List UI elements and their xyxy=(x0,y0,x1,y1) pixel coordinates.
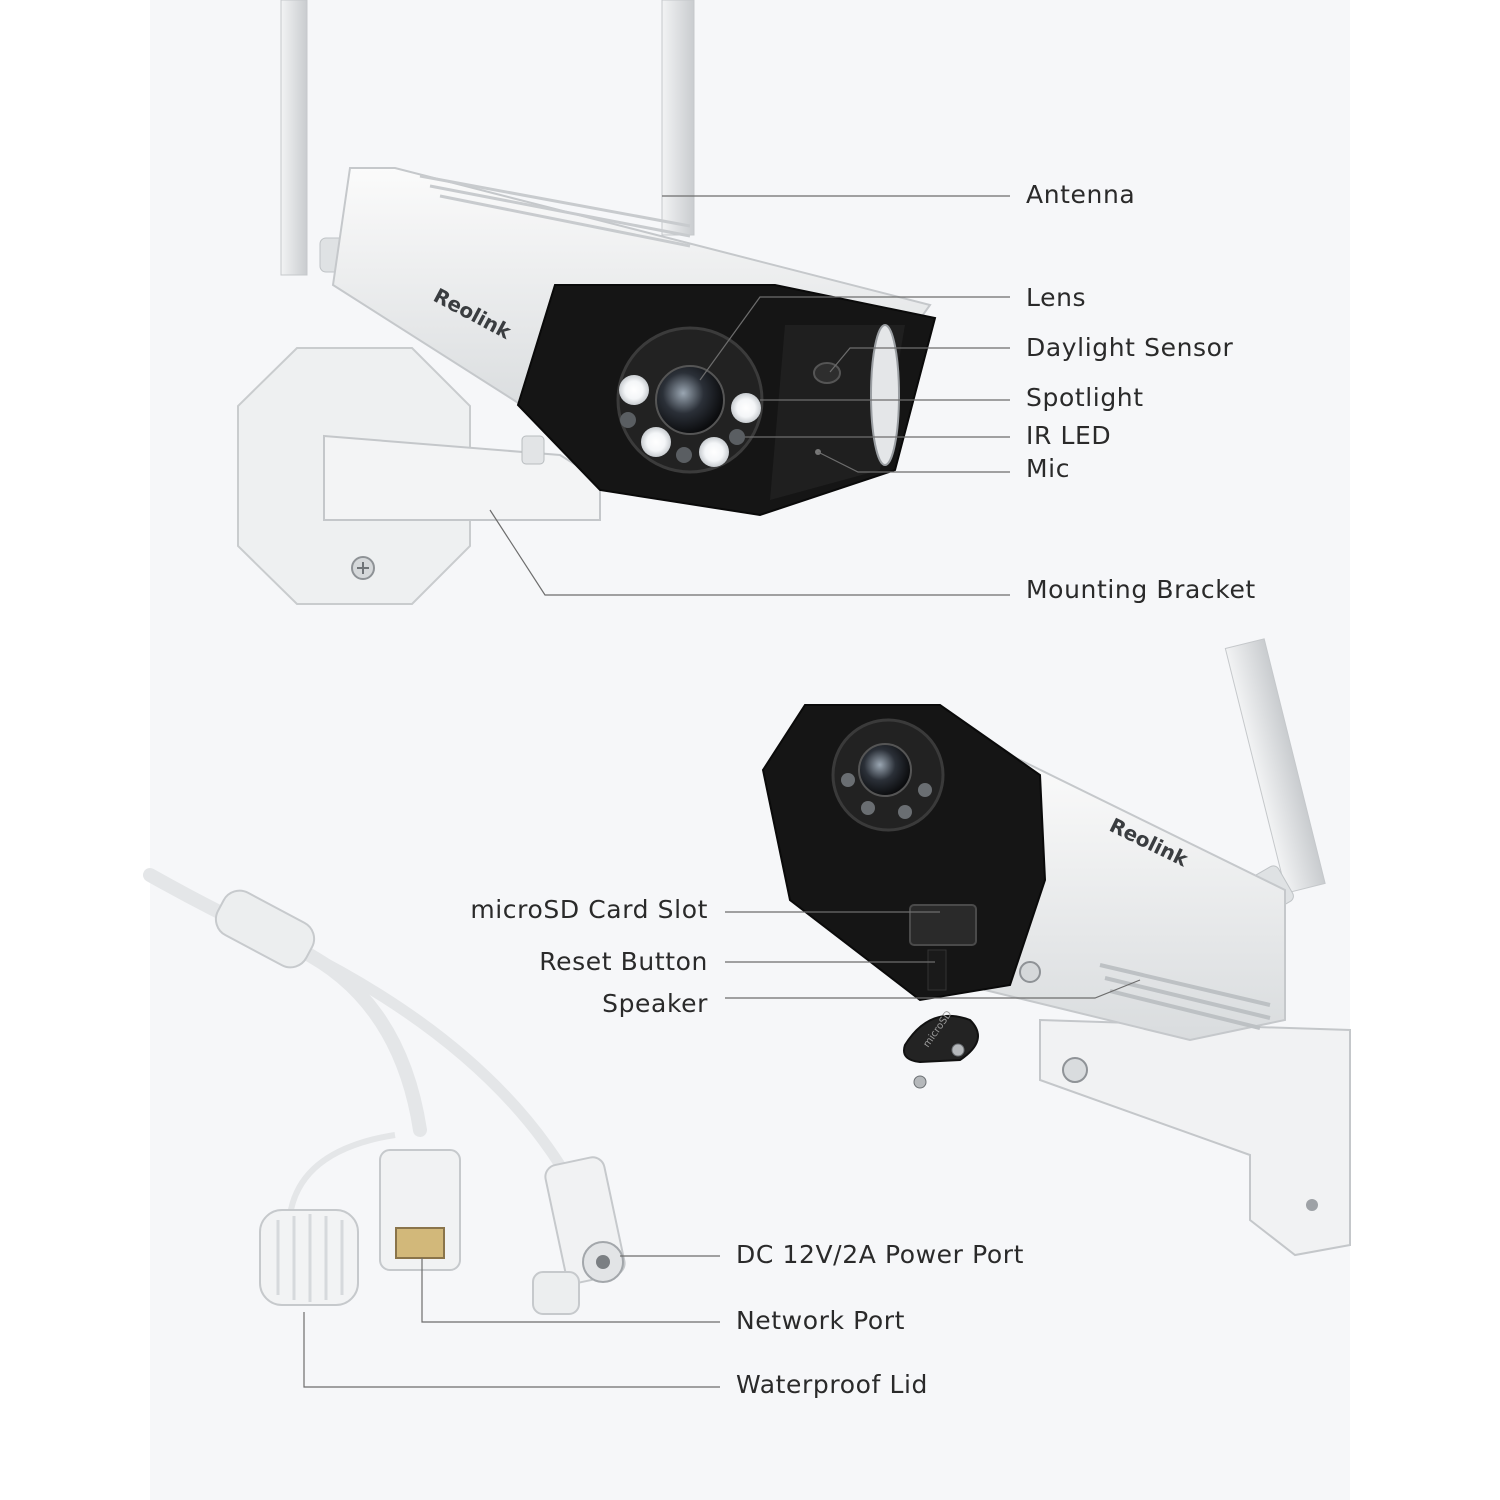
label-power-port: DC 12V/2A Power Port xyxy=(736,1240,1025,1269)
leader-network-port xyxy=(421,1258,720,1323)
label-speaker: Speaker xyxy=(602,989,708,1018)
bottom-camera-reset-button xyxy=(927,949,947,991)
top-camera-spotlight-2 xyxy=(731,393,761,423)
label-antenna: Antenna xyxy=(1026,180,1136,209)
bottom-camera-bracket xyxy=(1039,1018,1351,1257)
label-network-port: Network Port xyxy=(736,1306,906,1335)
label-waterproof-lid: Waterproof Lid xyxy=(736,1370,928,1399)
label-daylight-sensor: Daylight Sensor xyxy=(1026,333,1234,362)
top-camera-spotlight-4 xyxy=(699,437,729,467)
label-reset-button: Reset Button xyxy=(539,947,708,976)
leader-mounting-bracket xyxy=(489,509,1010,596)
leader-waterproof-lid xyxy=(303,1312,720,1388)
top-camera-lens xyxy=(655,365,725,435)
leader-mic xyxy=(817,451,1010,473)
label-mounting-bracket: Mounting Bracket xyxy=(1026,575,1256,604)
bottom-camera: Reolink microSD xyxy=(761,638,1351,1257)
bottom-camera-lens xyxy=(858,743,912,797)
top-camera-daylight-sensor xyxy=(813,362,841,384)
bottom-camera-microsd-slot xyxy=(909,904,977,946)
leader-lines xyxy=(303,195,1141,1388)
cable-assembly xyxy=(143,868,626,1315)
label-lens: Lens xyxy=(1026,283,1087,312)
top-camera-bracket-arm xyxy=(323,434,601,521)
top-camera-spotlight-1 xyxy=(619,375,649,405)
top-camera-spotlight-3 xyxy=(641,427,671,457)
label-spotlight: Spotlight xyxy=(1026,383,1144,412)
leader-lens xyxy=(699,296,1010,381)
label-mic: Mic xyxy=(1026,454,1071,483)
top-camera-ir-led-2 xyxy=(729,429,745,445)
network-port xyxy=(395,1227,445,1259)
top-camera-ir-led-1 xyxy=(676,447,692,463)
label-ir-led: IR LED xyxy=(1026,421,1112,450)
leader-daylight-sensor xyxy=(829,347,1010,373)
top-camera-ir-led-3 xyxy=(620,412,636,428)
bottom-camera-antenna xyxy=(1224,638,1326,894)
cable-power-branch xyxy=(294,944,566,1171)
top-camera-antenna-right xyxy=(661,0,695,236)
label-microsd-slot: microSD Card Slot xyxy=(470,895,708,924)
top-camera-antenna-left xyxy=(280,0,308,276)
top-camera: Reolink xyxy=(237,0,937,605)
leader-speaker xyxy=(725,979,1141,999)
